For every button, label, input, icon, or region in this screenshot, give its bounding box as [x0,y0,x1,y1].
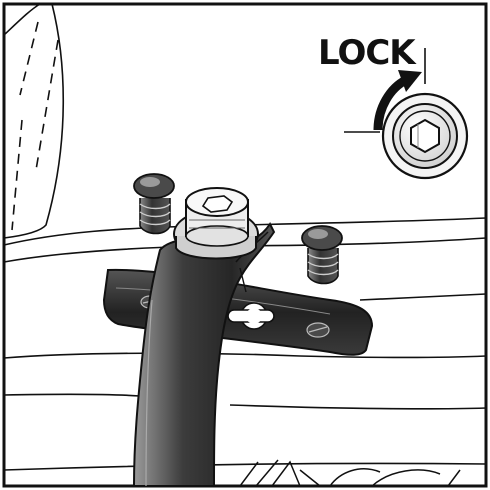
threaded-bumper-right [301,225,343,285]
lock-label: LOCK [318,33,417,73]
threaded-bumper-left [133,173,175,235]
lock-rotation-arrow-icon [344,48,426,133]
center-bolt [173,187,259,260]
hex-socket-detail [381,92,469,180]
keyhole-slot [227,302,275,330]
seat-cushion [3,3,65,239]
floor-tread-lines [239,459,461,487]
plate-screw-right [306,322,330,338]
